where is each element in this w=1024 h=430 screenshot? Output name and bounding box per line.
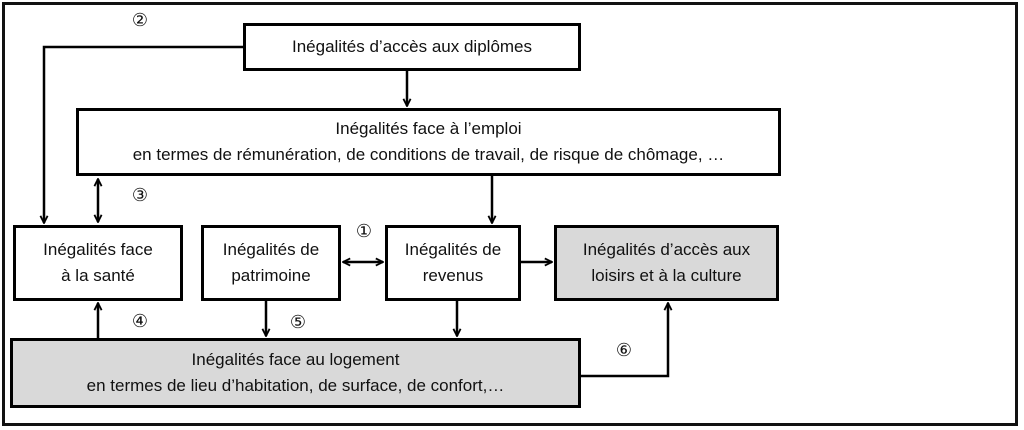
box-patrimoine: Inégalités de patrimoine [201,225,341,301]
marker-3: ③ [131,185,149,205]
box-emploi: Inégalités face à l’emploi en termes de … [76,108,781,176]
box-logement-line-1: Inégalités face au logement [191,350,400,369]
box-loisirs-line-1: Inégalités d’accès aux [582,240,751,259]
box-patrimoine-line-2: patrimoine [231,266,311,285]
marker-6: ⑥ [615,340,633,360]
arrow-diplomes-to-sante [44,45,243,223]
box-loisirs-line-2: loisirs et à la culture [591,266,742,285]
box-emploi-line-2: en termes de rémunération, de conditions… [132,145,725,164]
box-logement-line-2: en termes de lieu d’habitation, de surfa… [86,376,505,395]
box-sante-line-2: à la santé [61,266,135,285]
box-logement: Inégalités face au logement en termes de… [10,338,581,408]
box-sante-line-1: Inégalités face [43,240,153,259]
box-loisirs: Inégalités d’accès aux loisirs et à la c… [554,225,779,301]
marker-2: ② [131,10,149,30]
box-emploi-line-1: Inégalités face à l’emploi [335,119,522,138]
arrow-logement-to-loisirs [581,303,668,378]
marker-1: ① [355,221,373,241]
box-diplomes: Inégalités d’accès aux diplômes [243,23,581,71]
box-revenus-line-1: Inégalités de [404,240,502,259]
marker-4: ④ [131,311,149,331]
marker-5: ⑤ [289,312,307,332]
box-diplomes-line-1: Inégalités d’accès aux diplômes [291,37,533,56]
box-revenus: Inégalités de revenus [385,225,521,301]
box-revenus-line-2: revenus [422,266,484,285]
box-patrimoine-line-1: Inégalités de [222,240,320,259]
box-sante: Inégalités face à la santé [13,225,183,301]
